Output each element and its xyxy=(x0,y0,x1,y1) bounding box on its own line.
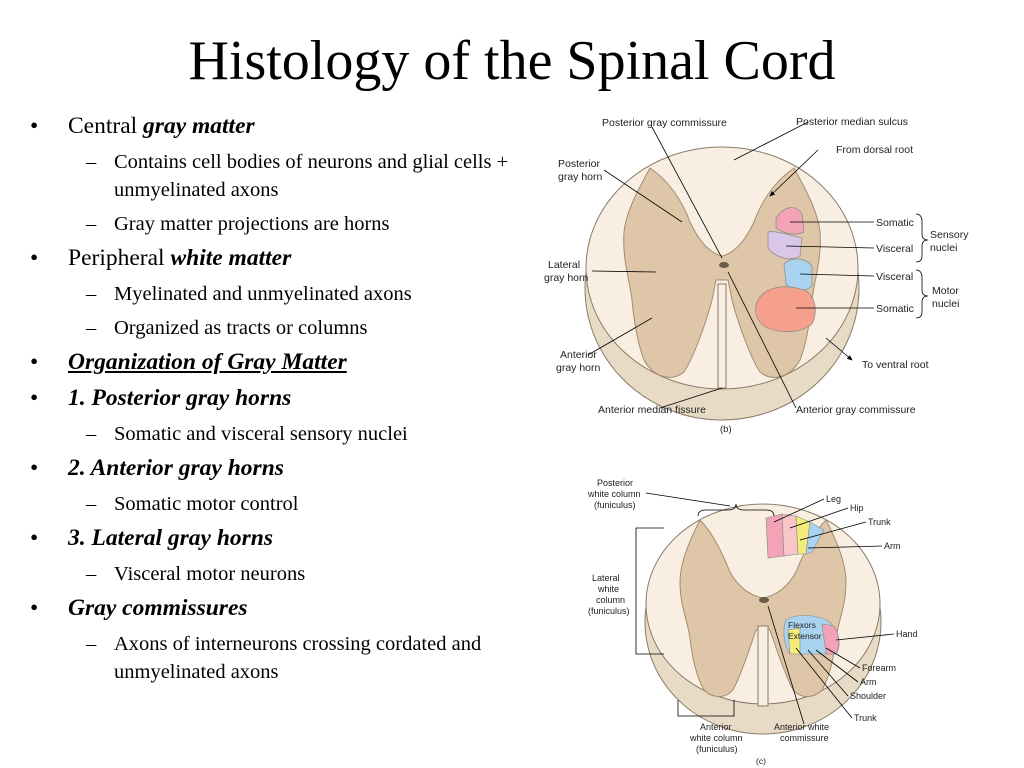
central-canal xyxy=(759,597,769,603)
spinal-cord-diagram-c: Posterior white column (funiculus) Later… xyxy=(587,478,918,766)
label-posterior-gray-commissure: Posterior gray commissure xyxy=(602,117,727,129)
spinal-cord-diagram-b: Posterior gray commissure Posterior medi… xyxy=(544,116,969,435)
slide-title: Histology of the Spinal Cord xyxy=(188,30,836,92)
label-visceral-motor: Visceral xyxy=(876,271,913,283)
tract-hip xyxy=(781,513,799,557)
central-canal xyxy=(719,262,729,268)
sub-bullet: –Contains cell bodies of neurons and gli… xyxy=(86,151,509,201)
label-visceral-sensory: Visceral xyxy=(876,243,913,255)
sub-bullet: –Axons of interneurons crossing cordated… xyxy=(86,633,482,683)
motor-pool-yellow xyxy=(787,627,801,655)
label-lateral-white-column-3: column xyxy=(596,595,625,605)
label-sensory-nuclei-1: Sensory xyxy=(930,229,969,241)
label-posterior-gray-horn-2: gray horn xyxy=(558,171,603,183)
label-sensory-nuclei-2: nuclei xyxy=(930,242,957,254)
sub-bullet: –Visceral motor neurons xyxy=(86,563,306,585)
label-shoulder: Shoulder xyxy=(850,691,886,701)
sub-bullet: –Gray matter projections are horns xyxy=(86,213,390,235)
somatic-sensory-nucleus xyxy=(775,207,805,235)
label-posterior-white-column-3: (funiculus) xyxy=(594,500,636,510)
label-from-dorsal-root: From dorsal root xyxy=(836,144,913,156)
label-somatic-motor: Somatic xyxy=(876,303,914,315)
panel-label-c: (c) xyxy=(756,756,766,766)
label-motor-nuclei-2: nuclei xyxy=(932,298,959,310)
label-arm-motor: Arm xyxy=(860,677,877,687)
label-anterior-gray-horn-2: gray horn xyxy=(556,362,601,374)
somatic-motor-nucleus xyxy=(755,286,816,333)
label-lateral-white-column-1: Lateral xyxy=(592,573,620,583)
motor-brace xyxy=(915,269,929,319)
panel-label-b: (b) xyxy=(720,424,732,435)
label-hip: Hip xyxy=(850,503,864,513)
label-hand: Hand xyxy=(896,629,918,639)
bullet-anterior-horns: •2. Anterior gray horns xyxy=(30,455,284,481)
label-anterior-gray-horn-1: Anterior xyxy=(560,349,597,361)
anterior-median-fissure xyxy=(757,625,769,707)
label-posterior-gray-horn-1: Posterior xyxy=(558,158,601,170)
tract-leg xyxy=(765,513,785,559)
label-arm: Arm xyxy=(884,541,901,551)
label-trunk: Trunk xyxy=(868,517,891,527)
label-to-ventral-root: To ventral root xyxy=(862,359,929,371)
label-extensor: Extensor xyxy=(788,631,822,641)
tract-arm xyxy=(805,521,825,555)
bullet-organization-heading: •Organization of Gray Matter xyxy=(30,349,347,375)
bullet-peripheral-white-matter: •Peripheral white matter xyxy=(30,245,292,271)
bullet-posterior-horns: •1. Posterior gray horns xyxy=(30,385,292,411)
bullet-list: •Central gray matter –Contains cell bodi… xyxy=(30,112,510,692)
label-anterior-white-commissure-2: commissure xyxy=(780,733,829,743)
label-anterior-gray-commissure: Anterior gray commissure xyxy=(796,404,916,416)
label-lateral-white-column-4: (funiculus) xyxy=(588,606,630,616)
anterior-median-fissure xyxy=(717,283,727,389)
label-leg: Leg xyxy=(826,494,841,504)
label-anterior-white-column-3: (funiculus) xyxy=(696,744,738,754)
label-motor-nuclei-1: Motor xyxy=(932,285,959,297)
label-posterior-white-column-2: white column xyxy=(587,489,641,499)
label-lateral-gray-horn-2: gray horn xyxy=(544,272,589,284)
sub-bullet: –Somatic and visceral sensory nuclei xyxy=(86,423,408,445)
label-anterior-white-column-1: Anterior xyxy=(700,722,732,732)
label-trunk-motor: Trunk xyxy=(854,713,877,723)
label-somatic-sensory: Somatic xyxy=(876,217,914,229)
bullet-central-gray-matter: •Central gray matter xyxy=(30,113,255,139)
sub-bullet: –Myelinated and unmyelinated axons xyxy=(86,283,412,305)
bullet-lateral-horns: •3. Lateral gray horns xyxy=(30,525,273,551)
sub-bullet: –Organized as tracts or columns xyxy=(86,317,368,339)
label-anterior-white-commissure-1: Anterior white xyxy=(774,722,829,732)
sub-bullet: –Somatic motor control xyxy=(86,493,299,515)
label-lateral-gray-horn-1: Lateral xyxy=(548,259,580,271)
label-forearm: Forearm xyxy=(862,663,896,673)
label-anterior-white-column-2: white column xyxy=(689,733,743,743)
label-anterior-median-fissure: Anterior median fissure xyxy=(598,404,706,416)
visceral-sensory-nucleus xyxy=(767,231,803,260)
label-posterior-white-column-1: Posterior xyxy=(597,478,633,488)
bullet-gray-commissures: •Gray commissures xyxy=(30,595,248,621)
bullet-dot: • xyxy=(30,113,39,139)
sensory-brace xyxy=(915,213,929,263)
label-lateral-white-column-2: white xyxy=(597,584,619,594)
label-posterior-median-sulcus: Posterior median sulcus xyxy=(796,116,908,128)
label-flexors: Flexors xyxy=(788,620,816,630)
